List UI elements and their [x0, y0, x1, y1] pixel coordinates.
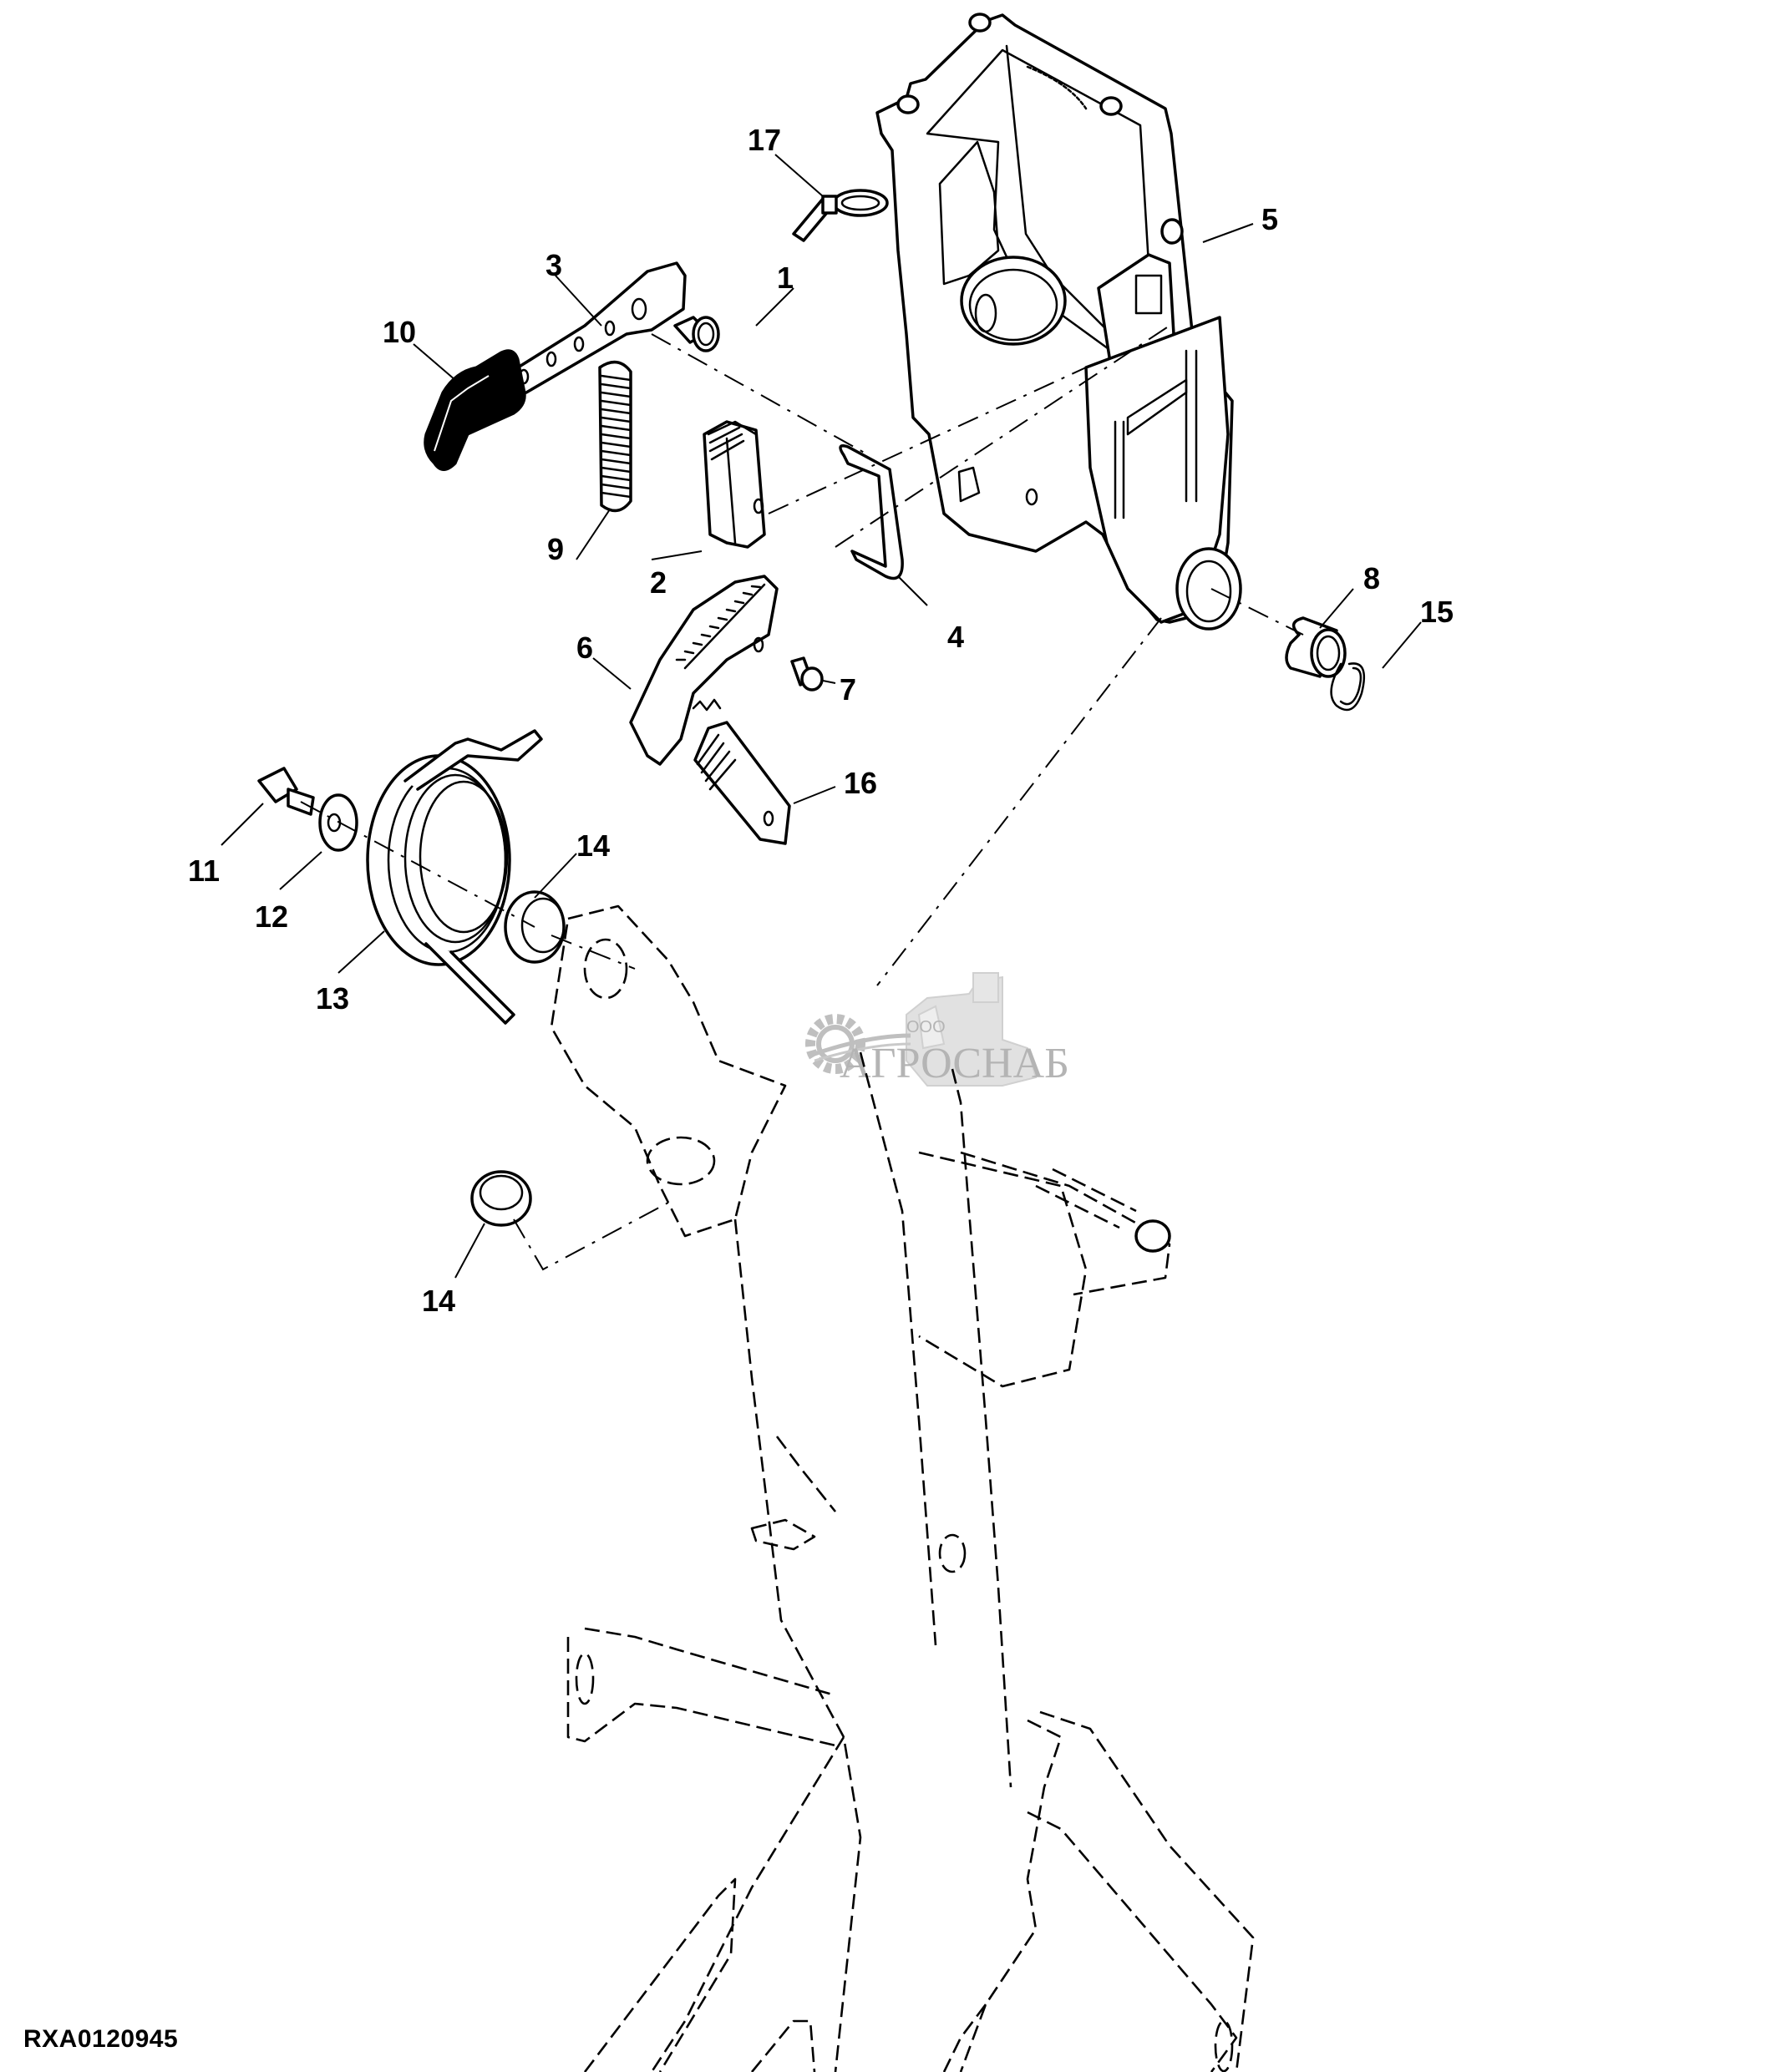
part-13-torsion-spring: [366, 729, 543, 1025]
callout-8: 8: [1363, 561, 1380, 595]
part-8-bushing: [1285, 616, 1347, 678]
watermark: ООО АГРОСНАБ: [805, 972, 1069, 1087]
part-2-pedal-pad: [703, 420, 766, 549]
callout-16: 16: [844, 766, 877, 800]
callout-3: 3: [545, 248, 562, 282]
callouts: 1 2 3 4 5 6 7 8 9 10 11 12 13 14 14 15 1…: [188, 123, 1454, 1318]
figure-reference-id: RXA0120945: [23, 2025, 179, 2053]
combine-harvester-icon: [906, 972, 1038, 1087]
part-6-ratchet-segment: [629, 575, 779, 766]
assembly-center-lines: [300, 325, 1304, 1271]
callout-4: 4: [947, 620, 964, 654]
leader-lines: [221, 154, 1422, 1279]
callout-13: 13: [316, 981, 349, 1016]
callout-7: 7: [840, 672, 856, 707]
callout-14-lower: 14: [422, 1284, 455, 1318]
part-10-pedal-grip: [424, 349, 526, 471]
part-11-bolt: [257, 767, 315, 816]
part-7-screw: [790, 656, 824, 692]
callout-1: 1: [777, 261, 794, 295]
callout-9: 9: [547, 532, 564, 566]
watermark-prefix: ООО: [906, 1018, 946, 1036]
part-5-pedal-housing: [875, 13, 1242, 631]
pedal-support-frame: [550, 904, 1255, 2072]
part-9-extension-spring: [598, 360, 632, 513]
callout-11: 11: [188, 854, 220, 888]
part-14-bushing-lower: [470, 1170, 532, 1227]
part-16-pedal-pad: [693, 721, 791, 845]
callout-15: 15: [1420, 595, 1454, 629]
callout-12: 12: [255, 899, 288, 934]
callout-14-upper: 14: [576, 828, 610, 863]
part-4-u-rod: [839, 444, 904, 580]
callout-6: 6: [576, 631, 593, 665]
part-17-spring-clip: [792, 189, 889, 242]
callout-2: 2: [650, 565, 667, 600]
callout-10: 10: [383, 315, 416, 349]
gear-icon: [805, 1014, 911, 1074]
callout-17: 17: [748, 123, 781, 157]
part-3-lever-plate: [508, 261, 687, 396]
callout-5: 5: [1261, 202, 1278, 236]
part-15-retaining-ring: [1330, 662, 1366, 712]
part-1-bolt: [673, 316, 720, 352]
leader-1: [755, 287, 794, 327]
